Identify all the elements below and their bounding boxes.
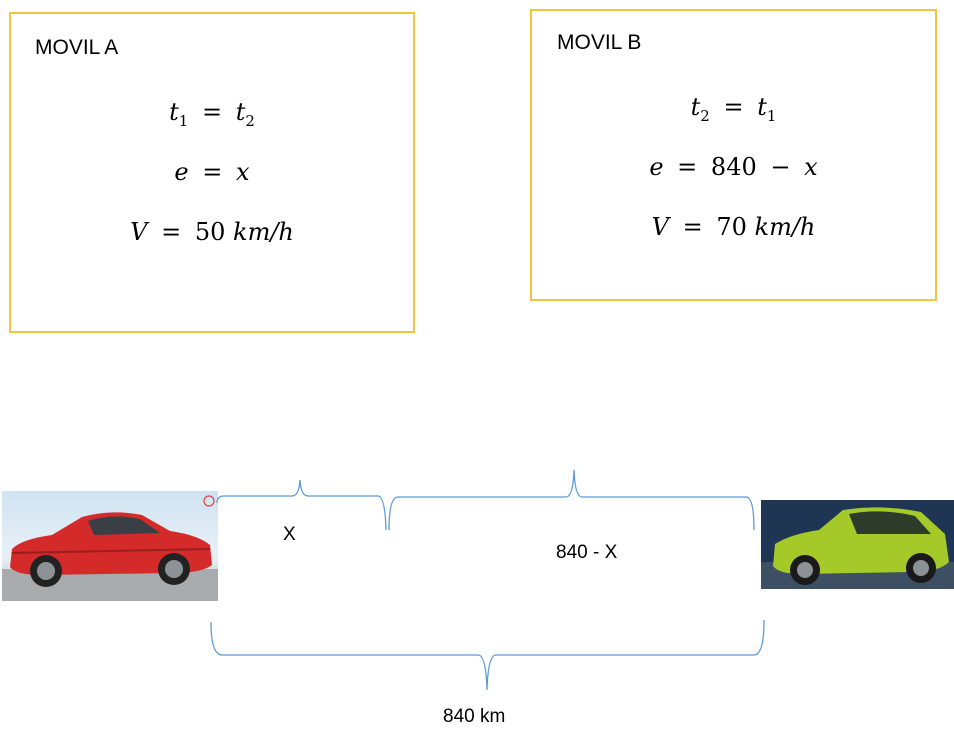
brace-segment-b bbox=[388, 469, 755, 531]
movil-a-e-lhs: e bbox=[174, 158, 189, 186]
brace-segment-a bbox=[216, 479, 387, 531]
movil-a-v-unit: km/h bbox=[233, 218, 294, 246]
movil-a-t-op: = bbox=[201, 98, 223, 126]
movil-b-t-rhs: t bbox=[757, 93, 767, 121]
movil-a-time-equation: t1 = t2 bbox=[11, 98, 413, 130]
movil-a-box: MOVIL A t1 = t2 e = x V = 50 km/h bbox=[9, 12, 415, 333]
movil-b-e-op: = bbox=[677, 153, 698, 181]
movil-b-e-minus: − bbox=[770, 153, 791, 181]
green-car-icon bbox=[761, 500, 954, 589]
total-distance-label: 840 km bbox=[443, 706, 506, 727]
movil-a-t-rhs-sub: 2 bbox=[245, 111, 255, 130]
movil-a-distance-equation: e = x bbox=[11, 158, 413, 186]
movil-b-v-op: = bbox=[682, 213, 703, 241]
movil-a-t-lhs: t bbox=[169, 98, 179, 126]
movil-b-speed-equation: V = 70 km/h bbox=[532, 213, 935, 241]
movil-a-t-rhs: t bbox=[235, 98, 246, 126]
red-car-icon bbox=[2, 491, 218, 601]
red-car-image bbox=[2, 491, 218, 601]
movil-b-v-unit: km/h bbox=[754, 213, 816, 241]
movil-a-speed-equation: V = 50 km/h bbox=[11, 218, 413, 246]
movil-b-time-equation: t2 = t1 bbox=[532, 93, 935, 125]
movil-b-v-value: 70 bbox=[716, 213, 747, 241]
movil-b-t-lhs: t bbox=[690, 93, 701, 121]
movil-a-t-lhs-sub: 1 bbox=[178, 111, 189, 130]
segment-b-label: 840 - X bbox=[556, 542, 618, 563]
movil-a-title: MOVIL A bbox=[35, 36, 119, 59]
movil-b-v-lhs: V bbox=[651, 213, 669, 241]
movil-b-distance-equation: e = 840 − x bbox=[532, 153, 935, 181]
segment-a-label: X bbox=[283, 524, 296, 545]
movil-b-t-op: = bbox=[723, 93, 744, 121]
movil-b-title: MOVIL B bbox=[557, 31, 642, 54]
movil-a-e-op: = bbox=[202, 158, 223, 186]
brace-total bbox=[210, 619, 765, 691]
movil-a-v-lhs: V bbox=[130, 218, 148, 246]
green-car-image bbox=[761, 500, 954, 589]
movil-b-t-rhs-sub: 1 bbox=[766, 106, 777, 125]
movil-b-e-lhs: e bbox=[649, 153, 664, 181]
movil-b-box: MOVIL B t2 = t1 e = 840 − x V = 70 km/h bbox=[530, 9, 937, 301]
movil-b-t-lhs-sub: 2 bbox=[700, 106, 710, 125]
movil-a-v-value: 50 bbox=[194, 218, 226, 246]
movil-b-e-rhs: x bbox=[804, 153, 818, 181]
movil-a-v-op: = bbox=[161, 218, 182, 246]
movil-b-e-value: 840 bbox=[710, 153, 757, 181]
movil-a-e-rhs: x bbox=[236, 158, 250, 186]
